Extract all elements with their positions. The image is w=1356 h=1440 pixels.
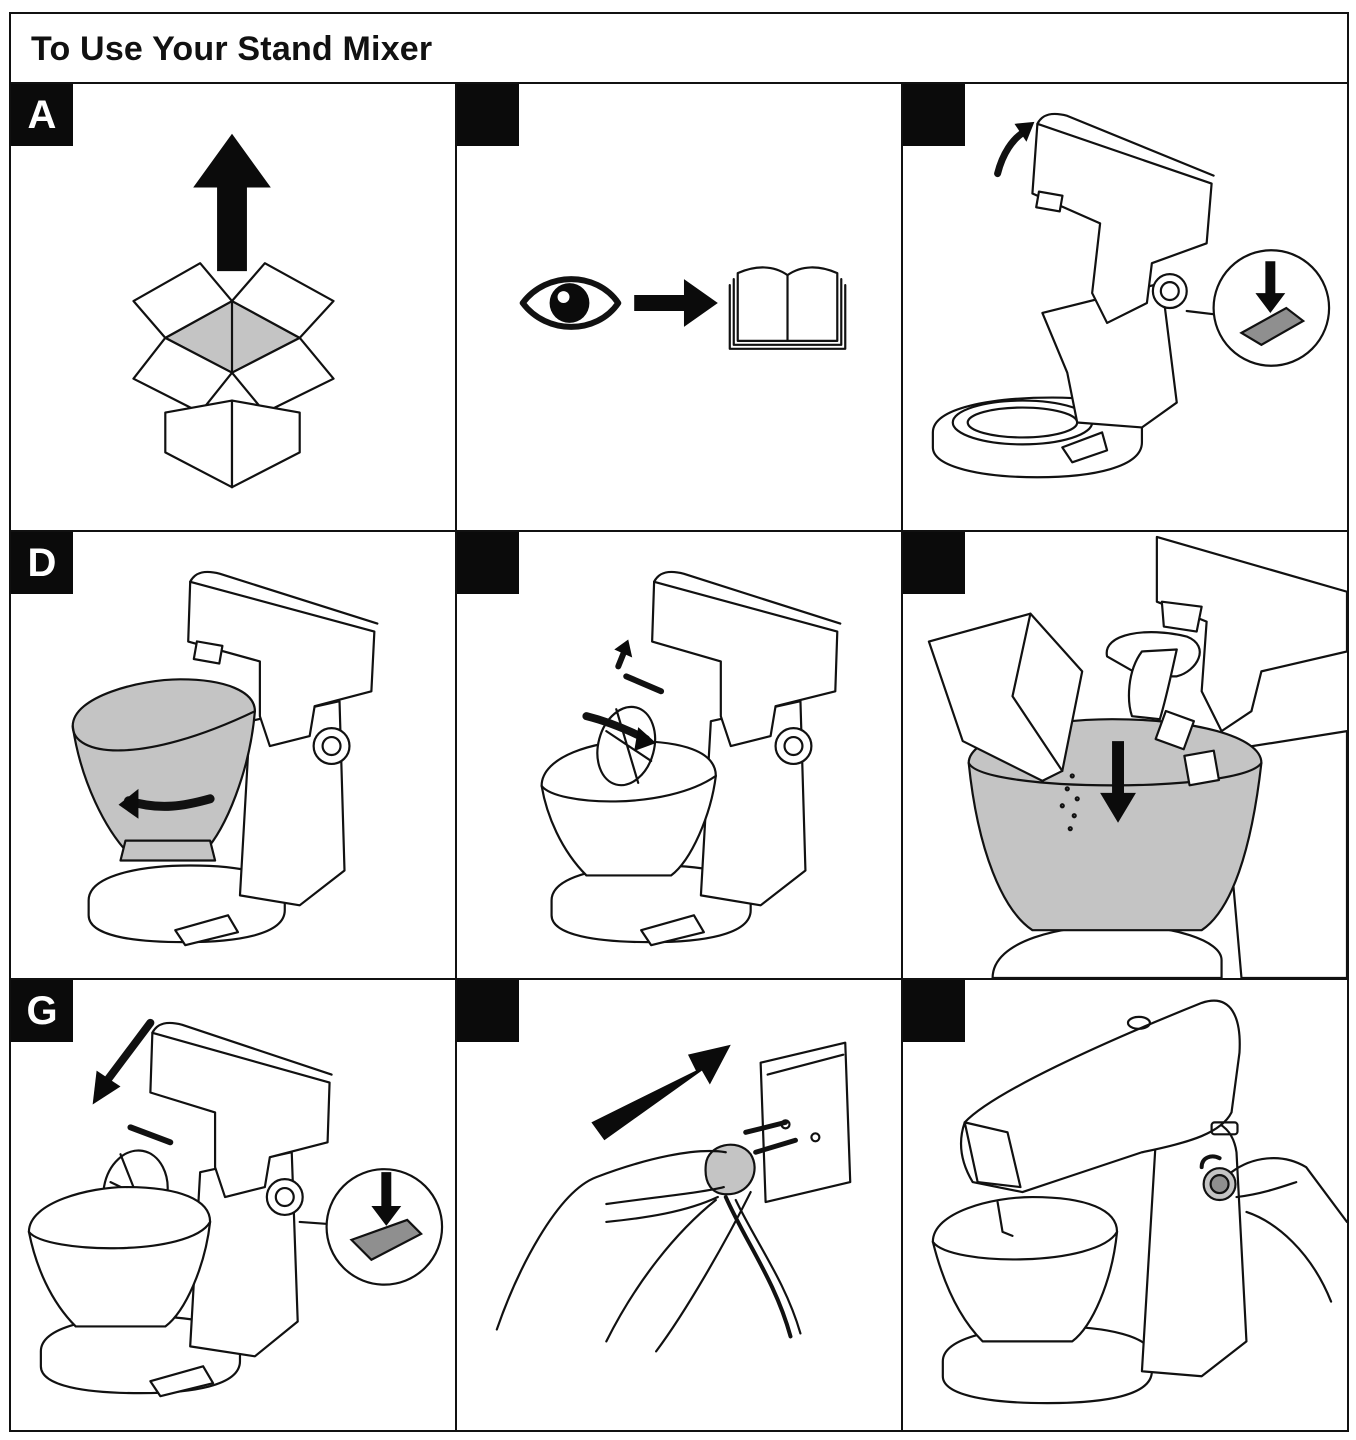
step-badge [903,980,965,1042]
raise-head-icon [931,112,1331,479]
step-panel-b [457,84,903,532]
step-panel-e [457,532,903,980]
instruction-sheet: To Use Your Stand Mixer A [9,12,1349,1432]
step-badge [457,532,519,594]
steps-grid: A [11,84,1347,1432]
lower-head-icon [27,1018,444,1398]
fit-bowl-icon [71,570,379,947]
step-badge: A [11,84,73,146]
step-panel-c [903,84,1347,532]
step-badge [457,980,519,1042]
step-panel-h [457,980,903,1432]
unbox-icon [132,133,335,489]
step-badge [903,532,965,594]
step-panel-g: G [11,980,457,1432]
step-panel-f [903,532,1347,980]
step-panel-a: A [11,84,457,532]
plug-in-icon [495,1041,852,1353]
step-badge [903,84,965,146]
header: To Use Your Stand Mixer [11,14,1347,84]
page-title: To Use Your Stand Mixer [31,30,433,68]
step-badge [457,84,519,146]
switch-on-icon [931,999,1347,1405]
step-panel-i [903,980,1347,1432]
add-ingredients-icon [927,535,1347,978]
read-manual-icon [519,266,847,350]
fit-tool-icon [540,570,842,947]
step-badge: D [11,532,73,594]
step-badge: G [11,980,73,1042]
step-panel-d: D [11,532,457,980]
